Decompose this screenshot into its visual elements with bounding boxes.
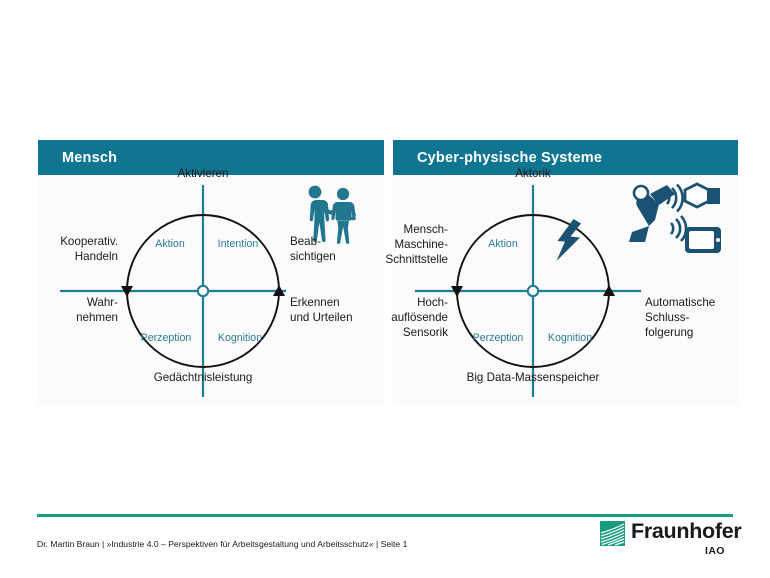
diagram-cps: Aktorik Big Data-Massenspeicher Mensch- … bbox=[385, 167, 738, 405]
label-top-mensch: Aktivieren bbox=[177, 167, 229, 180]
mensch-circle-diagram bbox=[60, 185, 286, 397]
fraunhofer-institute-label: IAO bbox=[705, 545, 725, 557]
label-bottom-mensch: Gedächtnisleistung bbox=[153, 371, 253, 384]
label-left-lower-mensch: Wahr- nehmen bbox=[76, 296, 118, 324]
logo-stripes-icon bbox=[600, 521, 625, 546]
label-left-upper-mensch: Kooperativ. Handeln bbox=[60, 235, 118, 263]
center-hub-icon bbox=[526, 284, 540, 298]
label-left-lower-cps: Hoch- auflösende Sensorik bbox=[391, 296, 448, 339]
center-hub-icon bbox=[196, 284, 210, 298]
arrowhead-right-icon bbox=[603, 285, 615, 296]
panel-title-cps: Cyber-physische Systeme bbox=[417, 149, 603, 166]
quadrant-label-kognition-cps: Kognition bbox=[547, 332, 593, 344]
label-right-lower-mensch: Erkennen und Urteilen bbox=[290, 296, 353, 324]
quadrant-label-kognition-mensch: Kognition bbox=[217, 332, 263, 344]
quadrant-label-aktion-cps: Aktion bbox=[488, 238, 518, 250]
diagram-mensch: Aktivieren Gedächtnisleistung Kooperativ… bbox=[38, 167, 384, 405]
label-left-upper-cps: Mensch- Maschine- Schnittstelle bbox=[385, 223, 448, 266]
fraunhofer-logo: Fraunhofer IAO bbox=[600, 519, 742, 563]
footer-caption: Dr. Martin Braun | »Industrie 4.0 – Pers… bbox=[37, 539, 408, 549]
fraunhofer-wordmark: Fraunhofer bbox=[631, 519, 742, 543]
quadrant-label-perzeption-cps: Perzeption bbox=[472, 332, 524, 344]
label-top-cps: Aktorik bbox=[515, 167, 551, 180]
cps-circle-diagram bbox=[415, 185, 641, 397]
arrowhead-right-icon bbox=[273, 285, 285, 296]
footer-divider bbox=[37, 514, 733, 517]
lightning-bolt-icon bbox=[556, 219, 581, 261]
label-bottom-cps: Big Data-Massenspeicher bbox=[466, 371, 600, 384]
two-people-icon bbox=[307, 185, 357, 244]
arrowhead-left-icon bbox=[451, 286, 463, 297]
label-right-lower-cps: Automatische Schluss- folgerung bbox=[645, 296, 716, 339]
arrowhead-left-icon bbox=[121, 286, 133, 297]
quadrant-label-perzeption-mensch: Perzeption bbox=[140, 332, 192, 344]
panel-title-mensch: Mensch bbox=[62, 149, 118, 166]
panel-mensch: Mensch bbox=[38, 140, 384, 405]
robot-arm-wireless-tablet-icon bbox=[629, 182, 721, 253]
label-right-upper-mensch: Beab- sichtigen bbox=[290, 235, 336, 263]
quadrant-label-aktion-mensch: Aktion bbox=[155, 238, 185, 250]
quadrant-label-intention-mensch: Intention bbox=[217, 238, 259, 250]
panel-header-mensch: Mensch bbox=[38, 140, 384, 175]
fraunhofer-logo-mark-icon bbox=[600, 521, 625, 546]
panel-cyber-physische-systeme: Cyber-physische Systeme bbox=[385, 140, 738, 405]
panel-header-cps: Cyber-physische Systeme bbox=[393, 140, 738, 175]
